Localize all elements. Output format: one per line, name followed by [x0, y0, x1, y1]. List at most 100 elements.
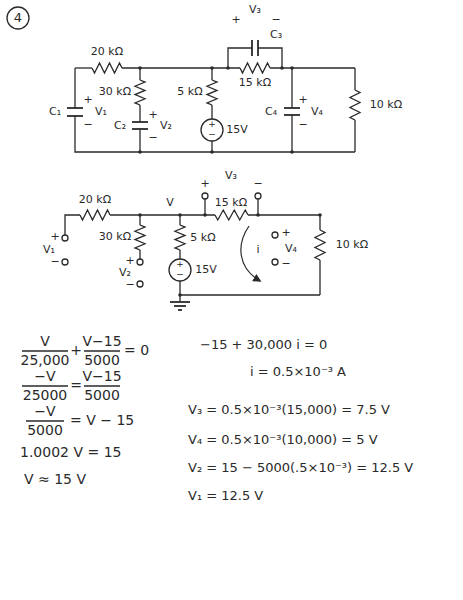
wire — [65, 215, 80, 235]
terminal — [137, 259, 143, 265]
junction-dot — [226, 66, 230, 70]
fraction-bar — [22, 385, 68, 386]
wire — [211, 105, 212, 119]
polarity-mark: − — [281, 258, 290, 270]
equation-line: 1.0002 V = 15 — [20, 445, 121, 460]
resistor-value: 15 kΩ — [215, 197, 247, 209]
polarity-mark: + — [281, 227, 290, 239]
resistor-value: 30 kΩ — [99, 231, 131, 243]
fraction-bar — [84, 350, 120, 351]
polarity-mark: − — [50, 256, 59, 268]
capacitor-plate — [132, 121, 148, 123]
equation-term: + — [70, 343, 82, 358]
resistor-symbol — [207, 80, 217, 105]
wire — [139, 129, 140, 152]
capacitor-plate — [67, 107, 83, 109]
equation-line: V ≈ 15 V — [24, 472, 86, 487]
wire — [139, 250, 140, 259]
junction-dot — [203, 213, 207, 217]
equation-term: = V − 15 — [70, 413, 134, 428]
junction-dot — [290, 150, 294, 154]
polarity-mark: + — [231, 14, 240, 26]
polarity-mark: − — [208, 130, 216, 140]
wire — [74, 68, 75, 108]
wire — [354, 120, 355, 152]
equation-term: 25000 — [23, 388, 68, 403]
wire — [319, 260, 320, 295]
resistor-symbol — [315, 230, 325, 260]
junction-dot — [256, 213, 260, 217]
source-value: 15V — [195, 264, 217, 276]
wire — [258, 48, 282, 68]
polarity-mark: − — [271, 14, 280, 26]
junction-dot — [280, 66, 284, 70]
resistor-symbol — [215, 210, 248, 220]
equation-line: −15 + 30,000 i = 0 — [200, 338, 327, 352]
junction-dot — [138, 66, 142, 70]
capacitor-plate — [284, 107, 300, 109]
polarity-mark: + — [50, 231, 59, 243]
wire — [139, 105, 140, 122]
capacitor-label: C₂ — [114, 120, 126, 132]
equation-term: −V — [34, 369, 55, 384]
polarity-mark: + — [208, 120, 216, 130]
junction-dot — [138, 213, 142, 217]
wire — [180, 281, 320, 295]
wire — [211, 68, 212, 80]
resistor-symbol — [350, 90, 360, 120]
capacitor-plate — [251, 40, 253, 56]
equation-line: i = 0.5×10⁻³ A — [250, 365, 346, 379]
wire — [204, 199, 205, 215]
equation-term: 5000 — [27, 423, 63, 438]
polarity-mark: − — [125, 279, 134, 291]
junction-dot — [178, 213, 182, 217]
junction-dot — [210, 66, 214, 70]
item-circle — [7, 7, 29, 29]
fraction-bar — [22, 350, 68, 351]
item-number: 4 — [14, 11, 22, 25]
resistor-symbol — [135, 225, 145, 250]
resistor-value: 5 kΩ — [190, 232, 215, 244]
voltage-label: V₂ — [119, 267, 131, 279]
terminal — [62, 259, 68, 265]
voltage-label: V₁ — [95, 106, 107, 118]
capacitor-plate — [170, 301, 190, 303]
equation-line: V₂ = 15 − 5000(.5×10⁻³) = 12.5 V — [188, 461, 413, 475]
terminal — [272, 259, 278, 265]
wire — [291, 115, 292, 152]
junction-dot — [290, 66, 294, 70]
voltage-label: V₃ — [249, 4, 261, 16]
wire — [139, 68, 140, 80]
capacitor-label: C₁ — [49, 106, 61, 118]
resistor-symbol — [80, 210, 110, 220]
equation-term: −V — [34, 404, 55, 419]
capacitor-label: C₄ — [265, 106, 277, 118]
wire — [354, 68, 355, 90]
terminal — [272, 232, 278, 238]
resistor-value: 20 kΩ — [79, 194, 111, 206]
wire — [257, 199, 258, 215]
equation-line: V₁ = 12.5 V — [188, 489, 263, 503]
resistor-symbol — [175, 225, 185, 250]
voltage-source — [169, 259, 191, 281]
fraction-bar — [26, 420, 64, 421]
terminal — [137, 281, 143, 287]
polarity-mark: + — [125, 255, 134, 267]
resistor-value: 5 kΩ — [177, 86, 202, 98]
equation-line: V₄ = 0.5×10⁻³(10,000) = 5 V — [188, 433, 378, 447]
equation-term: = — [70, 378, 82, 393]
terminal — [202, 193, 208, 199]
wire — [179, 250, 180, 259]
polarity-mark: + — [148, 109, 157, 121]
voltage-label: V₃ — [225, 170, 237, 182]
resistor-value: 10 kΩ — [370, 99, 402, 111]
equation-term: V−15 — [82, 369, 121, 384]
resistor-symbol — [240, 63, 270, 73]
resistor-value: 15 kΩ — [239, 77, 271, 89]
voltage-label: V₁ — [43, 244, 55, 256]
capacitor-plate — [132, 128, 148, 130]
wire — [75, 67, 92, 68]
equation-term: V — [40, 334, 50, 349]
polarity-mark: − — [83, 119, 92, 131]
